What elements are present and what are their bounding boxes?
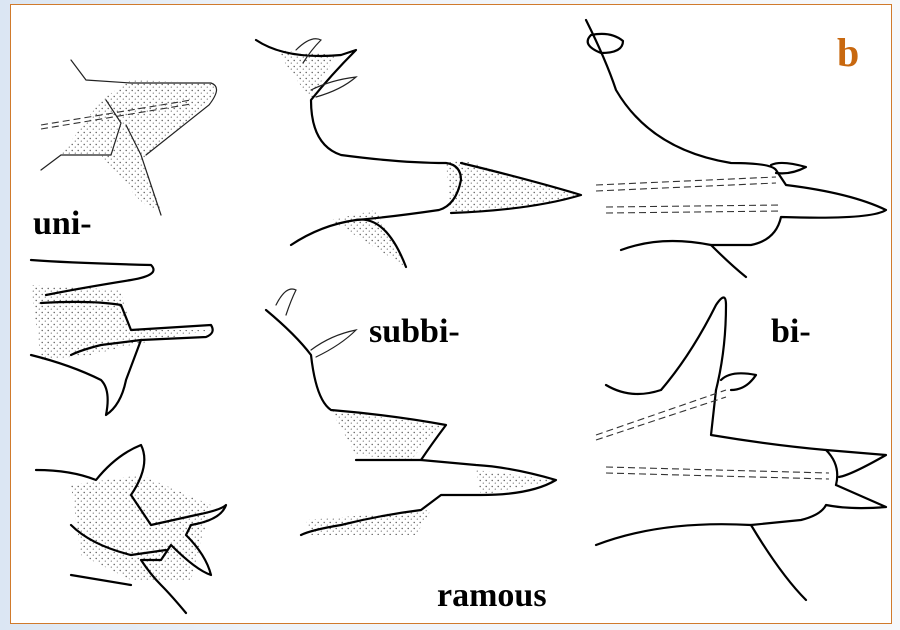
subbi-tooth-drawing bbox=[256, 39, 581, 267]
unidentate-series-drawing bbox=[31, 260, 226, 613]
uni-tooth-drawing bbox=[41, 60, 217, 215]
bi-label: bi- bbox=[771, 315, 811, 349]
subbi-label: subbi- bbox=[369, 315, 460, 349]
figure-panel: b uni- subbi- bi- ramous bbox=[10, 4, 892, 624]
uni-label: uni- bbox=[33, 207, 92, 241]
bifid-lower-tooth-drawing bbox=[596, 298, 886, 601]
panel-label: b bbox=[837, 33, 859, 73]
ramous-label: ramous bbox=[437, 579, 547, 613]
